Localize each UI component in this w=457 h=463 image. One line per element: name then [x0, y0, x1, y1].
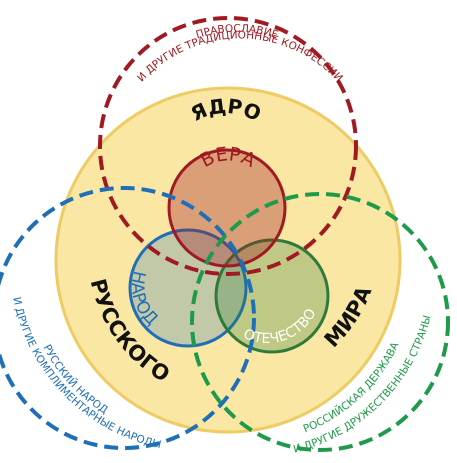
- outer-top-label-line2: И ДРУГИЕ ТРАДИЦИОННЫЕ КОНФЕССИИ: [135, 29, 345, 84]
- outer-circle-right: [190, 192, 450, 452]
- inner-circle-top: [167, 148, 287, 268]
- outer-circle-top: [98, 16, 358, 276]
- outer-top-label-line2-path: И ДРУГИЕ ТРАДИЦИОННЫЕ КОНФЕССИИ: [135, 29, 345, 84]
- outer-circle-left: [0, 186, 256, 450]
- inner-circle-left: [128, 228, 248, 348]
